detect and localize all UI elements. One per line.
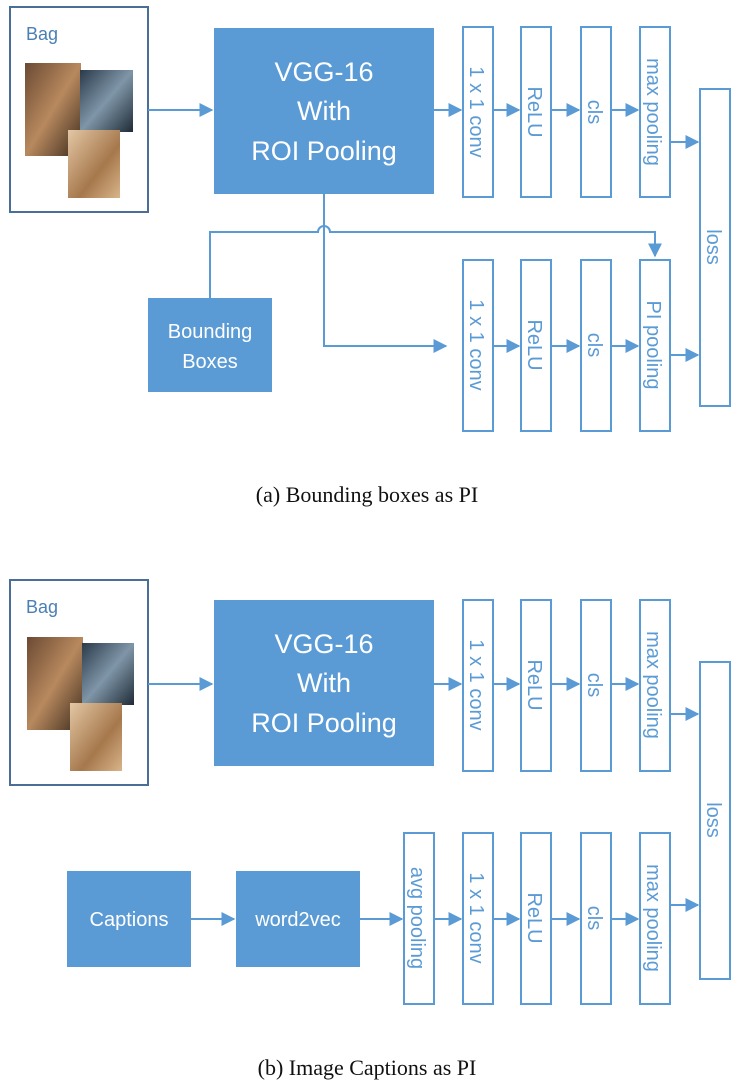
top-cls-label: cls bbox=[583, 673, 605, 697]
bottom-pooling-label: max pooling bbox=[642, 864, 664, 972]
top-pooling-label: max pooling bbox=[642, 631, 664, 739]
bottom-cls-label: cls bbox=[583, 906, 605, 930]
backbone-line-1: VGG-16 bbox=[274, 629, 373, 659]
diagram-a: Bag VGG-16 With ROI Pooling 1 x 1 conv R… bbox=[9, 6, 731, 507]
top-pooling-box bbox=[639, 26, 671, 198]
top-pooling-box bbox=[639, 599, 671, 772]
bottom-pooling-box bbox=[639, 832, 671, 1005]
bounding-boxes-box bbox=[148, 298, 272, 392]
caption-b: (b) Image Captions as PI bbox=[258, 1055, 477, 1080]
backbone-line-1: VGG-16 bbox=[274, 57, 373, 87]
bottom-conv-box bbox=[462, 832, 494, 1005]
top-relu-box bbox=[520, 599, 552, 772]
top-relu-label: ReLU bbox=[523, 659, 545, 710]
top-cls-box bbox=[580, 599, 612, 772]
pi-pooling-box bbox=[639, 259, 671, 432]
loss-box bbox=[699, 661, 731, 980]
bottom-cls-box bbox=[580, 259, 612, 432]
backbone-line-2: With bbox=[297, 668, 351, 698]
backbone-line-3: ROI Pooling bbox=[251, 708, 397, 738]
bottom-conv-label: 1 x 1 conv bbox=[465, 299, 487, 390]
backbone-box bbox=[214, 600, 434, 766]
top-cls-label: cls bbox=[583, 100, 605, 124]
word2vec-box bbox=[236, 871, 360, 967]
bounding-boxes-line-1: Bounding bbox=[168, 321, 253, 343]
backbone-line-2: With bbox=[297, 96, 351, 126]
top-cls-box bbox=[580, 26, 612, 198]
bottom-relu-box bbox=[520, 259, 552, 432]
bag-image-thumbnails bbox=[25, 63, 133, 198]
diagram-b: Bag VGG-16 With ROI Pooling 1 x 1 conv R… bbox=[9, 579, 731, 1080]
bag-label: Bag bbox=[26, 24, 58, 44]
top-conv-label: 1 x 1 conv bbox=[465, 66, 487, 157]
loss-label: loss bbox=[702, 229, 724, 265]
bottom-conv-box bbox=[462, 259, 494, 432]
bottom-cls-label: cls bbox=[583, 333, 605, 357]
top-conv-label: 1 x 1 conv bbox=[465, 639, 487, 730]
top-conv-box bbox=[462, 26, 494, 198]
bag-image-thumbnails bbox=[27, 637, 134, 771]
caption-a: (a) Bounding boxes as PI bbox=[256, 482, 478, 507]
loss-label: loss bbox=[702, 802, 724, 838]
word2vec-label: word2vec bbox=[254, 909, 341, 931]
avg-pooling-label: avg pooling bbox=[406, 867, 428, 969]
top-conv-box bbox=[462, 599, 494, 772]
backbone-line-3: ROI Pooling bbox=[251, 136, 397, 166]
loss-box bbox=[699, 88, 731, 407]
top-pooling-label: max pooling bbox=[642, 58, 664, 166]
pi-pooling-label: PI pooling bbox=[642, 301, 664, 390]
bottom-conv-label: 1 x 1 conv bbox=[465, 872, 487, 963]
bag-label: Bag bbox=[26, 597, 58, 617]
captions-label: Captions bbox=[90, 909, 169, 931]
arrow-backbone-to-bottom-conv bbox=[323, 194, 448, 353]
bounding-boxes-line-2: Boxes bbox=[182, 351, 238, 373]
top-relu-label: ReLU bbox=[523, 86, 545, 137]
backbone-box bbox=[214, 28, 434, 194]
bottom-relu-label: ReLU bbox=[523, 319, 545, 370]
captions-box bbox=[67, 871, 191, 967]
top-relu-box bbox=[520, 26, 552, 198]
avg-pooling-box bbox=[403, 832, 435, 1005]
bottom-relu-label: ReLU bbox=[523, 892, 545, 943]
